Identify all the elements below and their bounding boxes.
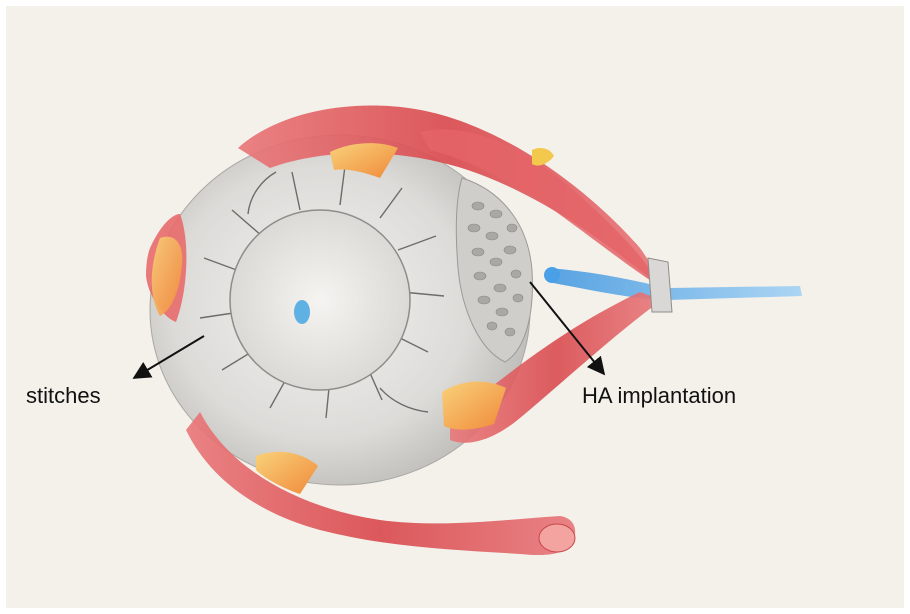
cornea [230, 210, 410, 390]
ha-implantation-label: HA implantation [582, 383, 736, 408]
stitches-label: stitches [26, 383, 101, 408]
